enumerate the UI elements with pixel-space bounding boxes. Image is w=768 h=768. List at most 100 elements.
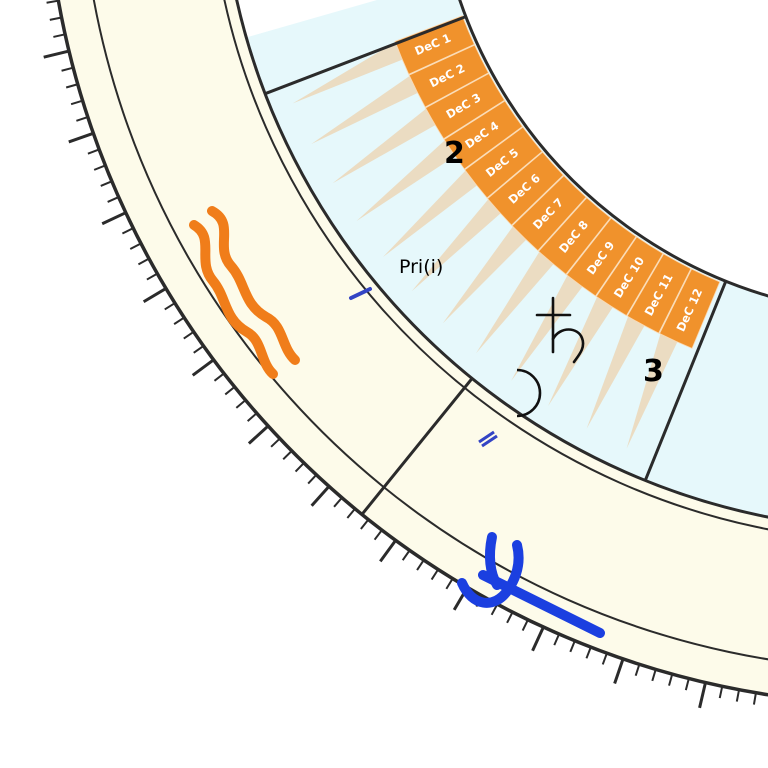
degree-tick [634, 663, 641, 677]
house-cusp-line [360, 377, 474, 516]
degree-tick [224, 386, 236, 396]
degree-tick [129, 242, 142, 250]
decan-block [566, 217, 637, 297]
house-cusp-line [264, 15, 467, 96]
decan-ray [586, 316, 645, 429]
degree-ticks [43, 0, 757, 709]
ring-arc [92, 0, 768, 661]
degree-tick [310, 485, 331, 507]
degree-tick [183, 330, 195, 340]
degree-tick [142, 287, 167, 304]
degree-tick [53, 33, 66, 38]
ring-arc [235, 0, 768, 519]
degree-tick [569, 640, 576, 653]
degree-tick [146, 272, 158, 281]
position-marker-2a [478, 430, 495, 444]
degree-tick [613, 658, 625, 684]
degree-tick [107, 196, 120, 203]
moon-icon [516, 368, 542, 418]
ring-arc [56, 0, 768, 697]
degree-tick [270, 437, 281, 448]
degree-tick [65, 83, 78, 89]
decan-block [511, 175, 587, 252]
degree-tick [294, 462, 305, 473]
degree-tick [46, 0, 59, 4]
degree-tick [307, 474, 318, 485]
degree-tick [191, 358, 215, 377]
degree-tick [49, 16, 62, 21]
decan-block [464, 126, 543, 199]
degree-tick [651, 669, 657, 682]
degree-tick [553, 633, 560, 646]
ring-arc [458, 0, 768, 298]
neptune-icon [457, 532, 605, 638]
planet-note: Pri(i) [399, 256, 443, 278]
degree-tick [379, 539, 397, 563]
decan-block [659, 268, 721, 349]
degree-tick [137, 257, 150, 266]
decan-block [425, 73, 506, 140]
house-cusp-line [643, 280, 728, 482]
degree-tick [506, 611, 514, 624]
degree-tick [752, 692, 757, 705]
degree-tick [333, 497, 343, 508]
position-marker-1 [349, 287, 372, 300]
decan-ray [442, 226, 527, 324]
house-number-2: 2 [444, 136, 465, 171]
degree-tick [100, 180, 113, 187]
degree-tick [76, 116, 89, 122]
decan-ray [356, 140, 456, 221]
degree-tick [173, 316, 185, 325]
degree-tick [346, 508, 356, 519]
degree-tick [698, 682, 707, 709]
position-marker-2b [481, 434, 498, 448]
aquarius-icon [189, 206, 300, 379]
degree-tick [61, 66, 74, 72]
degree-tick [213, 372, 225, 382]
decan-ray [411, 199, 501, 292]
house-cusps [264, 15, 728, 516]
degree-tick [193, 345, 205, 354]
degree-tick [70, 99, 83, 106]
degree-tick [735, 689, 741, 702]
degree-tick [601, 652, 608, 665]
degree-tick [521, 619, 529, 632]
house-number-3: 3 [643, 354, 664, 389]
degree-tick [282, 450, 293, 461]
decan-block [443, 100, 523, 170]
decan-block [626, 253, 692, 334]
saturn-icon [535, 296, 585, 364]
degree-tick [87, 148, 100, 155]
degree-tick [101, 211, 127, 226]
decan-ray [382, 170, 477, 258]
degree-tick [164, 302, 176, 311]
ring-arcs [56, 0, 768, 697]
decan-band [394, 15, 721, 349]
decan-block [487, 151, 564, 226]
degree-tick [718, 686, 724, 699]
decan-block [408, 44, 489, 108]
degree-tick [93, 164, 106, 171]
sign-band [58, 0, 768, 695]
degree-tick [360, 518, 370, 530]
decan-block [595, 236, 664, 317]
degree-tick [235, 399, 247, 409]
degree-tick [373, 529, 383, 541]
degree-tick [416, 559, 425, 571]
degree-tick [585, 646, 592, 659]
decan-ray [626, 333, 678, 449]
degree-tick [531, 626, 545, 652]
decan-ray [511, 275, 583, 381]
degree-tick [445, 578, 454, 590]
ring-arc [223, 0, 768, 531]
degree-tick [246, 412, 258, 422]
degree-tick [684, 678, 690, 691]
decan-ray [292, 42, 403, 104]
degree-tick [247, 424, 270, 445]
decan-ray [476, 251, 554, 354]
degree-tick [401, 549, 411, 561]
decan-block [538, 197, 612, 275]
degree-tick [43, 49, 70, 59]
decan-ray [332, 108, 436, 184]
decan-ray [311, 76, 418, 144]
